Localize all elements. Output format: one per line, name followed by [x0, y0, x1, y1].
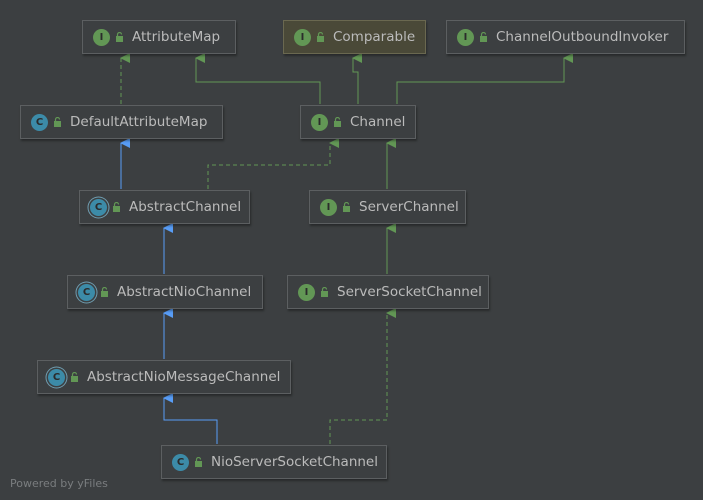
class-icon: C: [172, 453, 189, 471]
interface-icon: I: [298, 283, 315, 301]
node-label: ChannelOutboundInvoker: [496, 29, 669, 45]
interface-icon: I: [294, 28, 311, 46]
node-label: AbstractChannel: [129, 199, 242, 215]
edge-abstractchannel-channel: [207, 138, 339, 189]
node-server-socket-channel[interactable]: I ServerSocketChannel: [287, 275, 489, 309]
lock-icon: [334, 117, 341, 127]
interface-icon: I: [311, 113, 328, 131]
node-label: AbstractNioMessageChannel: [87, 369, 281, 385]
lock-icon: [343, 202, 350, 212]
lock-icon: [321, 287, 328, 297]
node-label: AbstractNioChannel: [117, 284, 252, 300]
edge-channel-outboundinvoker: [396, 53, 573, 104]
powered-by-footer: Powered by yFiles: [10, 477, 108, 490]
node-label: Comparable: [333, 29, 416, 45]
edge-nioserversocketchannel-serversocketchannel: [329, 308, 396, 444]
interface-icon: I: [457, 28, 474, 46]
lock-icon: [116, 32, 123, 42]
lock-icon: [480, 32, 487, 42]
node-label: Channel: [350, 114, 406, 130]
node-label: ServerChannel: [359, 199, 459, 215]
lock-icon: [195, 457, 202, 467]
interface-icon: I: [93, 28, 110, 46]
node-label: DefaultAttributeMap: [70, 114, 208, 130]
node-attribute-map[interactable]: I AttributeMap: [82, 20, 236, 54]
edge-channel-comparable: [352, 53, 362, 104]
node-server-channel[interactable]: I ServerChannel: [309, 190, 466, 224]
abstract-class-icon: C: [90, 198, 107, 216]
node-default-attribute-map[interactable]: C DefaultAttributeMap: [20, 105, 223, 139]
node-abstract-nio-channel[interactable]: C AbstractNioChannel: [67, 275, 263, 309]
node-abstract-nio-message-channel[interactable]: C AbstractNioMessageChannel: [37, 360, 291, 394]
edge-channel-attributemap: [195, 53, 321, 104]
class-icon: C: [31, 113, 48, 131]
node-comparable[interactable]: I Comparable: [283, 20, 426, 54]
lock-icon: [317, 32, 324, 42]
lock-icon: [113, 202, 120, 212]
node-label: ServerSocketChannel: [337, 284, 482, 300]
abstract-class-icon: C: [78, 283, 95, 301]
node-channel-outbound-invoker[interactable]: I ChannelOutboundInvoker: [446, 20, 685, 54]
node-abstract-channel[interactable]: C AbstractChannel: [79, 190, 250, 224]
node-label: NioServerSocketChannel: [211, 454, 378, 470]
node-nio-server-socket-channel[interactable]: C NioServerSocketChannel: [161, 445, 387, 479]
lock-icon: [101, 287, 108, 297]
lock-icon: [71, 372, 78, 382]
interface-icon: I: [320, 198, 337, 216]
edge-nioserversocketchannel-abstractniomessagechannel: [163, 393, 218, 444]
lock-icon: [54, 117, 61, 127]
node-label: AttributeMap: [132, 29, 221, 45]
abstract-class-icon: C: [48, 368, 65, 386]
node-channel[interactable]: I Channel: [300, 105, 416, 139]
